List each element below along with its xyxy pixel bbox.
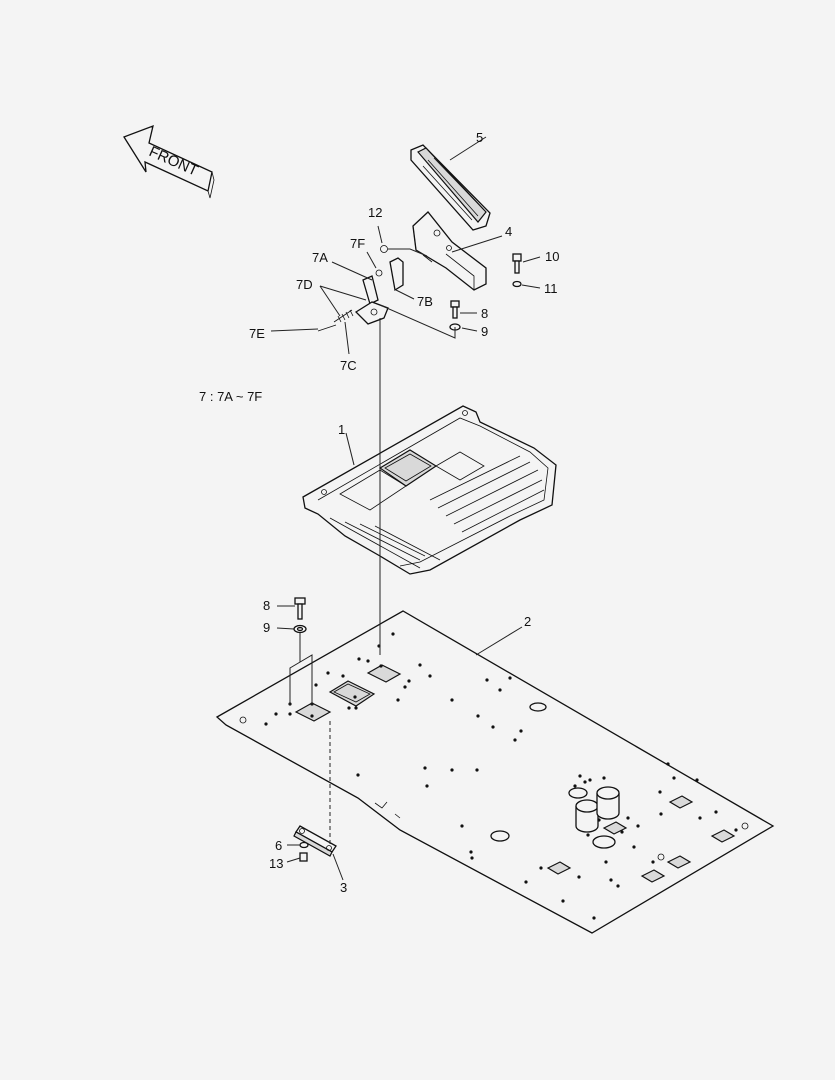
callout-6: 6 bbox=[275, 838, 282, 853]
plate-hole bbox=[519, 729, 523, 733]
plate-hole bbox=[602, 776, 606, 780]
plate-hole bbox=[476, 714, 480, 718]
callout-2: 2 bbox=[524, 614, 531, 629]
plate-hole bbox=[353, 695, 357, 699]
callout-7b: 7B bbox=[417, 294, 433, 309]
plate-hole bbox=[366, 659, 370, 663]
callout-1: 1 bbox=[338, 422, 345, 437]
pedal-pad bbox=[410, 144, 491, 231]
plate-hole bbox=[428, 674, 432, 678]
plate-hole bbox=[616, 884, 620, 888]
plate-hole bbox=[577, 875, 581, 879]
plate-hole bbox=[592, 916, 596, 920]
callout-4: 4 bbox=[505, 224, 512, 239]
plate-hole bbox=[288, 712, 292, 716]
callout-7e: 7E bbox=[249, 326, 265, 341]
callout-7a: 7A bbox=[312, 250, 328, 265]
callout-7c: 7C bbox=[340, 358, 357, 373]
callout-9-top: 9 bbox=[481, 324, 488, 339]
plate-hole bbox=[357, 657, 361, 661]
plate-hole bbox=[636, 824, 640, 828]
plate-hole bbox=[734, 828, 738, 832]
plate-hole bbox=[597, 818, 601, 822]
plate-hole bbox=[604, 860, 608, 864]
plate-hole bbox=[407, 679, 411, 683]
plate-hole bbox=[583, 780, 587, 784]
plate-hole bbox=[418, 663, 422, 667]
plate-hole bbox=[356, 773, 360, 777]
callout-labels: 5 4 12 7F 7A 10 7D 11 7B 8 9 7E 7C 7 : 7… bbox=[199, 130, 559, 895]
plate-hole bbox=[609, 878, 613, 882]
callout-5: 5 bbox=[476, 130, 483, 145]
plate-hole bbox=[626, 816, 630, 820]
callout-7f: 7F bbox=[350, 236, 365, 251]
plate-hole bbox=[659, 812, 663, 816]
plate-hole bbox=[586, 833, 590, 837]
plate-hole bbox=[264, 722, 268, 726]
plate-hole bbox=[470, 856, 474, 860]
plate-hole bbox=[632, 845, 636, 849]
plate-hole bbox=[396, 698, 400, 702]
plate-hole bbox=[508, 676, 512, 680]
plate-hole bbox=[475, 768, 479, 772]
plate-hole bbox=[423, 766, 427, 770]
plate-holes bbox=[264, 632, 738, 920]
plate-hole bbox=[485, 678, 489, 682]
plate-hole bbox=[314, 683, 318, 687]
plate-hole bbox=[347, 706, 351, 710]
plate-hole bbox=[391, 632, 395, 636]
plate-hole bbox=[469, 850, 473, 854]
callout-9-lower: 9 bbox=[263, 620, 270, 635]
leader-lines bbox=[270, 136, 541, 881]
plate-hole bbox=[714, 810, 718, 814]
plate-hole bbox=[539, 866, 543, 870]
plate-hole bbox=[491, 725, 495, 729]
plate-hole bbox=[450, 698, 454, 702]
plate-hole bbox=[460, 824, 464, 828]
plate-hole bbox=[425, 784, 429, 788]
callout-11: 11 bbox=[544, 281, 558, 296]
plate-hole bbox=[658, 790, 662, 794]
callout-7d: 7D bbox=[296, 277, 313, 292]
plate-hole bbox=[666, 762, 670, 766]
plate-hole bbox=[326, 671, 330, 675]
callout-12: 12 bbox=[368, 205, 382, 220]
callout-13: 13 bbox=[269, 856, 283, 871]
plate-hole bbox=[354, 706, 358, 710]
callout-3: 3 bbox=[340, 880, 347, 895]
plate-hole bbox=[698, 816, 702, 820]
plate-hole bbox=[450, 768, 454, 772]
plate-hole bbox=[672, 776, 676, 780]
front-arrow-icon: FRONT bbox=[123, 124, 215, 199]
floor-plate bbox=[215, 610, 775, 934]
plate-hole bbox=[578, 774, 582, 778]
plate-hole bbox=[274, 712, 278, 716]
hinge-assembly bbox=[317, 245, 404, 332]
plate-hole bbox=[573, 784, 577, 788]
plate-hole bbox=[561, 899, 565, 903]
plate-hole bbox=[403, 685, 407, 689]
plate-hole bbox=[498, 688, 502, 692]
plate-hole bbox=[310, 714, 314, 718]
kit-note: 7 : 7A ~ 7F bbox=[199, 389, 262, 404]
plate-hole bbox=[588, 778, 592, 782]
plate-hole bbox=[651, 860, 655, 864]
floor-cover bbox=[302, 405, 557, 575]
plate-hole bbox=[341, 674, 345, 678]
callout-8-lower: 8 bbox=[263, 598, 270, 613]
callout-8-top: 8 bbox=[481, 306, 488, 321]
plate-hole bbox=[524, 880, 528, 884]
plate-hole bbox=[513, 738, 517, 742]
hardware-lower bbox=[293, 597, 307, 634]
plate-hole bbox=[379, 664, 383, 668]
plate-hole bbox=[695, 778, 699, 782]
callout-10: 10 bbox=[545, 249, 559, 264]
small-plate bbox=[293, 825, 337, 862]
plate-hole bbox=[620, 830, 624, 834]
